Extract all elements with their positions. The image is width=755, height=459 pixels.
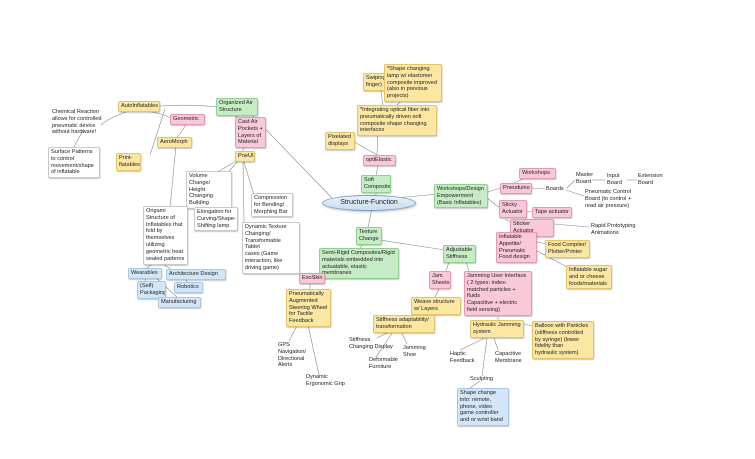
root-node[interactable]: Structure-Function <box>322 195 416 211</box>
node-tape-actuator[interactable]: Tape actuator <box>532 207 572 218</box>
node-cast-air[interactable]: Cast Air Pockets + Layers of Material <box>235 117 266 149</box>
node-balloon-particles[interactable]: Balloon with Particles (stiffness contro… <box>532 321 594 360</box>
node-sculpting: Sculpting <box>470 376 494 382</box>
node-sticky-actuator[interactable]: Sticky Actuator <box>499 200 527 218</box>
node-soft-composite[interactable]: Soft Composite <box>361 175 391 193</box>
node-manufacturing[interactable]: Manufacturing <box>158 297 201 308</box>
node-gps: GPS Navigation/ Directional Alerts <box>278 342 306 369</box>
node-volume-change[interactable]: Volume Change/ Height Changing Building <box>186 171 232 210</box>
node-shape-lamp[interactable]: *Shape changing lamp w/ elastomer compos… <box>384 64 442 103</box>
node-inflatable-sugar[interactable]: Inflatable sugar and or cheese foods/mat… <box>566 265 612 290</box>
node-rapid-prototyping: Rapid Prototyping Animations <box>591 223 636 236</box>
node-pneuduino[interactable]: Pneuduino <box>500 183 532 194</box>
node-origami[interactable]: Origami Structure of Inflatables that fo… <box>143 206 188 265</box>
node-architecture[interactable]: Architecture Design <box>166 269 226 280</box>
node-boards: Boards <box>546 186 564 192</box>
node-self-packaging[interactable]: (Self) Packaging <box>137 281 166 299</box>
node-food-compiler[interactable]: Food Compiler/ Plotter/Printer <box>545 240 590 258</box>
node-optical-fiber[interactable]: *Integrating optical fiber into pneumati… <box>357 105 437 137</box>
node-capacitive-membrane: Capacitive Membrane <box>495 351 522 364</box>
node-steering-wheel[interactable]: Pneumatically Augmented Steering Wheel f… <box>286 289 331 328</box>
node-workshops-design[interactable]: Workshops/Design Empowerment (Basic Infl… <box>434 184 488 209</box>
node-workshops[interactable]: Workshops <box>519 168 556 179</box>
node-stiffness-display: Stiffness Changing Display <box>349 337 393 350</box>
node-weave-structure[interactable]: Weave structure w/ Layers <box>411 297 461 315</box>
node-auto-inflatables[interactable]: AutoInflatables <box>118 101 160 112</box>
node-robotics[interactable]: Robotics <box>174 282 203 293</box>
node-chemical-reaction: Chemical Reaction allows for controlled … <box>52 109 102 136</box>
node-pneui[interactable]: PneUI <box>235 151 255 162</box>
node-jamming-shoe: Jamming Shoe <box>403 345 426 358</box>
node-wearables[interactable]: Wearables <box>128 268 162 279</box>
node-input-board: Input Board <box>607 173 622 186</box>
node-dynamic-texture[interactable]: Dynamic Texture Changing/ Transformable … <box>242 222 300 274</box>
node-texture-change[interactable]: Texture Change <box>356 227 382 245</box>
node-elongation[interactable]: Elongation for Curving/Shape- Shifting l… <box>194 207 238 232</box>
node-pneumatic-control: Pneumatic Control Board (to control + re… <box>585 189 632 209</box>
node-exoskin[interactable]: ExoSkin <box>299 273 325 284</box>
node-ergonomic-grip: Dynamic Ergonomic Grip <box>306 374 345 387</box>
node-optielastic[interactable]: optiElastic <box>363 155 396 166</box>
node-hydraulic-jamming[interactable]: Hydraulic Jamming system <box>470 320 524 338</box>
node-haptic-feedback: Haptic Feedback <box>450 351 475 364</box>
node-jam-sheets[interactable]: Jam Sheets <box>429 271 451 289</box>
node-adjustable-stiffness[interactable]: Adjustable Stiffness <box>443 245 476 263</box>
node-extension-board: Extension Board <box>638 173 663 186</box>
node-deformable-furniture: Deformable Furniture <box>369 357 398 370</box>
node-organized-air[interactable]: Organized Air Structure <box>216 98 258 116</box>
node-shape-change-remote[interactable]: Shape change into: remote, phone, video … <box>457 388 509 427</box>
node-print-flatables[interactable]: Print- flatables <box>116 153 141 171</box>
node-compression[interactable]: Compression for Bending/ Morphing Bar <box>251 193 293 218</box>
node-jamming-ui[interactable]: Jamming User Interface ( 2 types: index-… <box>464 271 532 316</box>
node-stiffness-adaptability[interactable]: Stiffness adaptability/ transformation <box>373 315 435 333</box>
node-master-board: Master Board <box>576 172 594 185</box>
node-aeromorph[interactable]: AeroMorph <box>157 137 192 148</box>
node-semi-rigid[interactable]: Semi-Rigid Composites/Rigid materials em… <box>319 248 399 280</box>
node-inflatable-appetite[interactable]: Inflatable Appetite/ Pneumatic Food desi… <box>496 232 537 264</box>
node-geometric[interactable]: Geometric <box>170 114 205 125</box>
node-surface-patterns[interactable]: Surface Patterns to control movement/sha… <box>48 147 100 179</box>
node-pixelated[interactable]: Pixelated displays <box>325 132 355 150</box>
